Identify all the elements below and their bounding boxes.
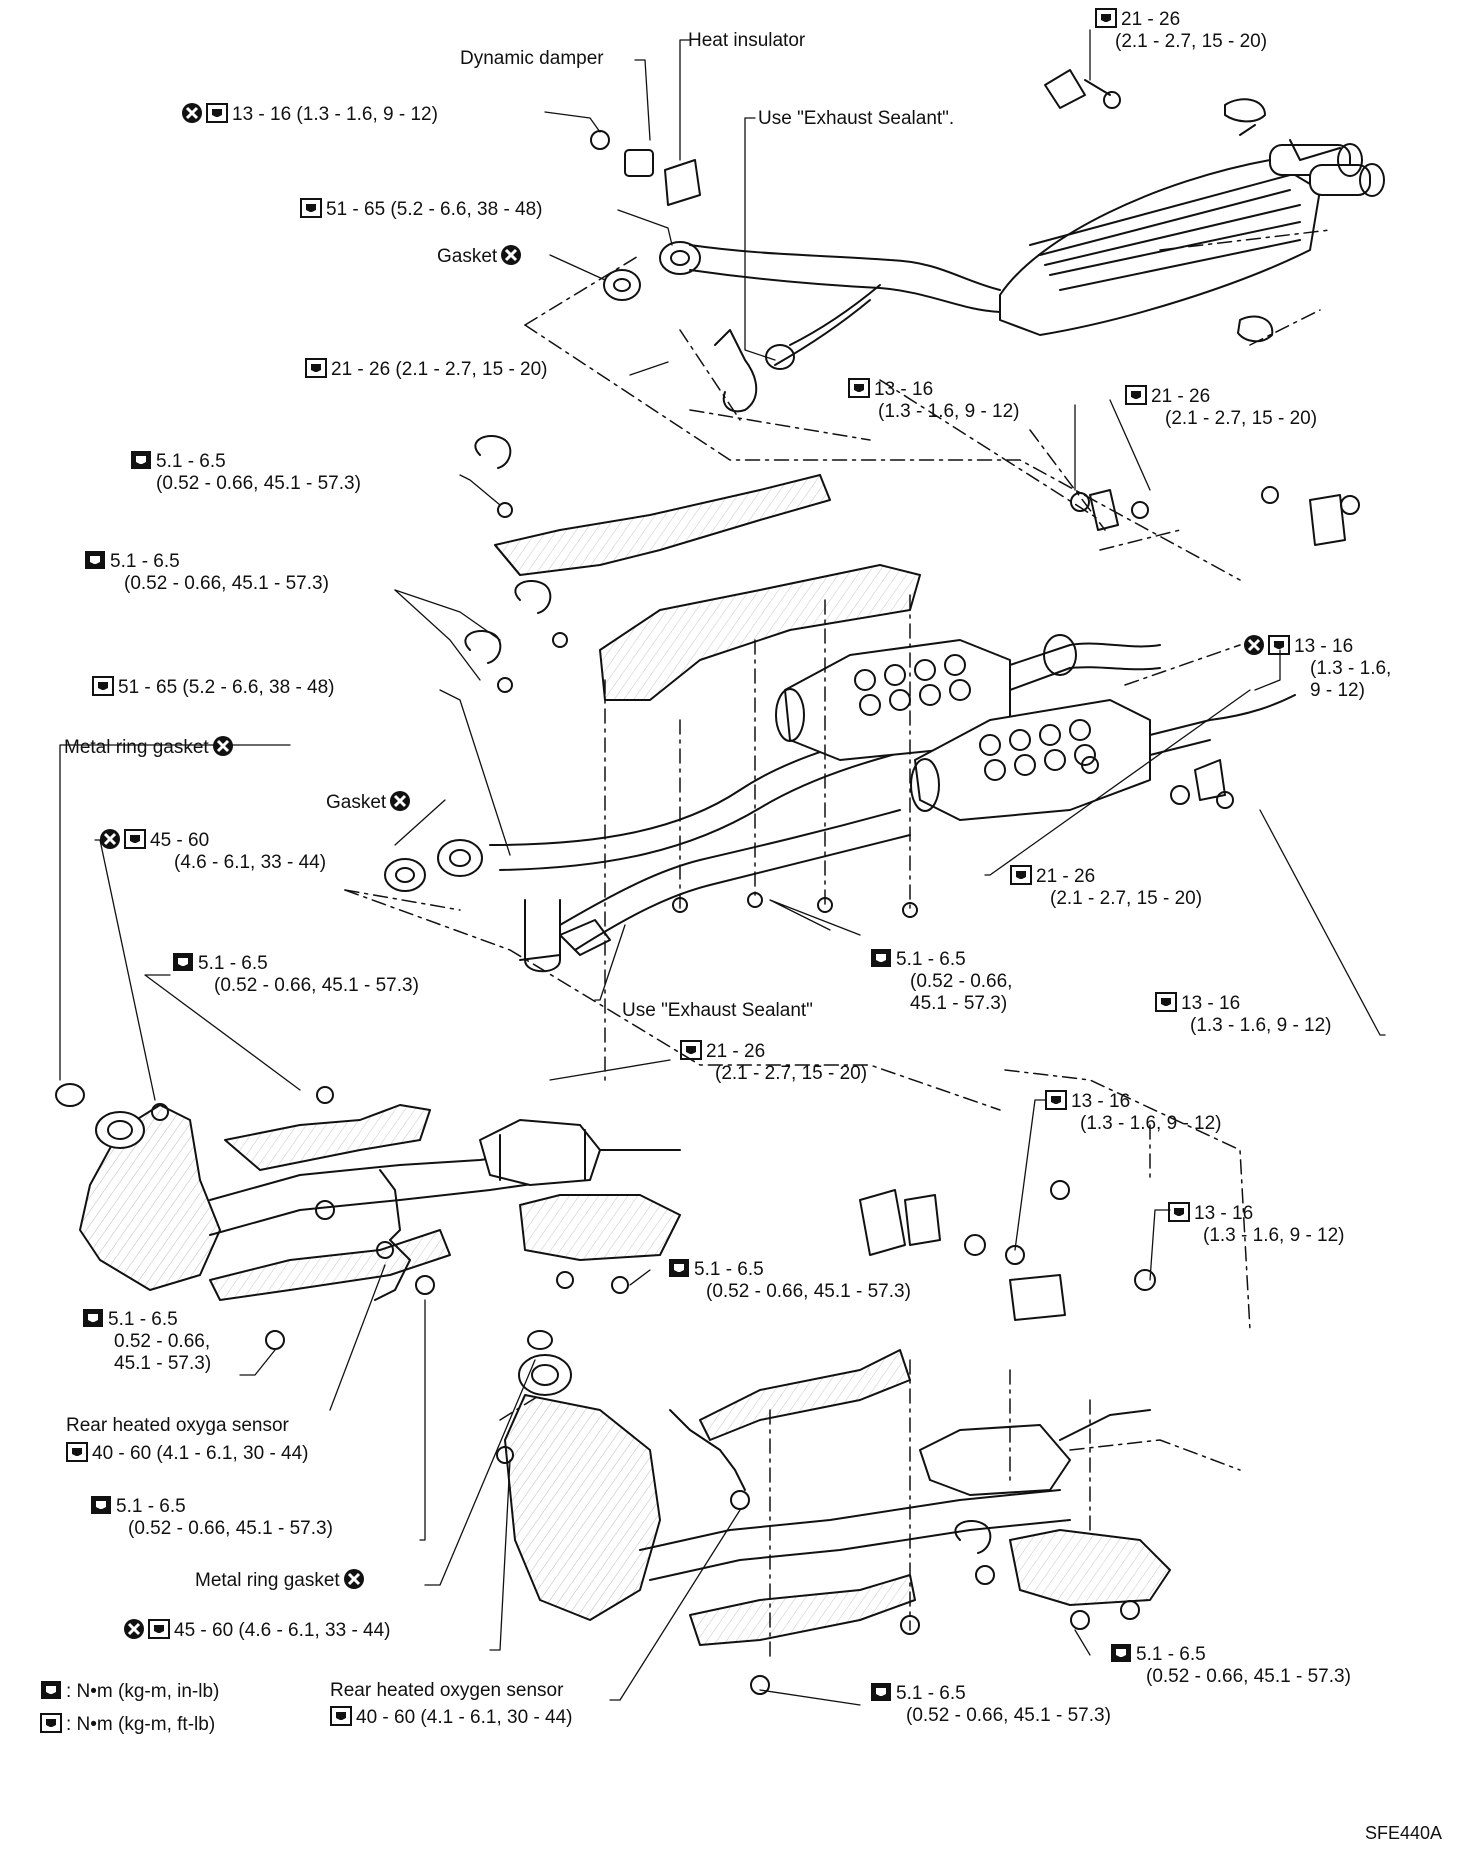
- torque-51-leftmid: 5.1 - 6.5 (0.52 - 0.66, 45.1 - 57.3): [172, 952, 419, 997]
- center-mufflers: [775, 634, 1296, 821]
- main-muffler: [999, 139, 1385, 336]
- torque-wrench-ft-lb-icon: [305, 358, 327, 378]
- label-use-sealant-top: Use "Exhaust Sealant".: [758, 108, 955, 129]
- torque-51-lowcenter: 5.1 - 6.5 (0.52 - 0.66, 45.1 - 57.3): [668, 1258, 911, 1303]
- torque-wrench-ft-lb-icon: [66, 1442, 88, 1462]
- label-rear-sensor-right: Rear heated oxygen sensor: [330, 1680, 564, 1701]
- do-not-reuse-x-icon: [500, 244, 522, 266]
- torque-wrench-ft-lb-icon: [148, 1619, 170, 1639]
- front-right-catalyst-assembly: [504, 1349, 1171, 1646]
- torque-13-16-center: 13 - 16 (1.3 - 1.6, 9 - 12): [848, 378, 1020, 423]
- torque-wrench-in-lb-icon: [84, 550, 106, 570]
- torque-51-bot-right: 5.1 - 6.5 (0.52 - 0.66, 45.1 - 57.3): [1110, 1643, 1351, 1688]
- torque-wrench-ft-lb-icon: [1155, 992, 1177, 1012]
- rear-heated-oxygen-sensor-left: [374, 1169, 411, 1301]
- torque-wrench-in-lb-icon: [668, 1258, 690, 1278]
- torque-21-26-mid: 21 - 26 (2.1 - 2.7, 15 - 20): [305, 358, 548, 381]
- torque-wrench-ft-lb-icon: [1268, 635, 1290, 655]
- label-rear-sensor-left: Rear heated oxyga sensor: [66, 1415, 289, 1436]
- do-not-reuse-x-icon: [389, 790, 411, 812]
- flange-top: [659, 241, 701, 275]
- torque-51-65-top: 51 - 65 (5.2 - 6.6, 38 - 48): [300, 198, 543, 221]
- torque-45-60-bot: 45 - 60 (4.6 - 6.1, 33 - 44): [120, 1618, 391, 1642]
- u-bolt: [524, 899, 561, 973]
- torque-21-26-low: 21 - 26 (2.1 - 2.7, 15 - 20): [680, 1040, 867, 1085]
- dynamic-damper: [624, 149, 654, 177]
- clamp-b: [514, 580, 552, 614]
- torque-45-60-left: 45 - 60 (4.6 - 6.1, 33 - 44): [96, 828, 326, 874]
- torque-top-right: 21 - 26 (2.1 - 2.7, 15 - 20): [1095, 8, 1267, 53]
- torque-13-16-right: 13 - 16 (1.3 - 1.6, 9 - 12): [1240, 634, 1391, 702]
- torque-51-upper: 5.1 - 6.5 (0.52 - 0.66, 45.1 - 57.3): [130, 450, 361, 495]
- torque-wrench-ft-lb-icon: [330, 1706, 352, 1726]
- rear-pipe: [689, 244, 1001, 370]
- label-metal-ring-gasket-top: Metal ring gasket: [64, 735, 237, 759]
- do-not-reuse-x-icon: [212, 735, 234, 757]
- do-not-reuse-x-icon: [1243, 634, 1265, 656]
- torque-13-16-low: 13 - 16 (1.3 - 1.6, 9 - 12): [1045, 1090, 1222, 1135]
- label-heat-insulator: Heat insulator: [688, 30, 806, 51]
- torque-wrench-ft-lb-icon: [206, 103, 228, 123]
- torque-wrench-in-lb-icon: [870, 948, 892, 968]
- torque-21-26-right-mid: 21 - 26 (2.1 - 2.7, 15 - 20): [1010, 865, 1202, 910]
- clamp-c: [464, 630, 502, 664]
- torque-51-center: 5.1 - 6.5 (0.52 - 0.66, 45.1 - 57.3): [870, 948, 1012, 1015]
- front-left-catalyst-assembly: [79, 1104, 681, 1301]
- upper-heat-shield: [494, 474, 831, 576]
- torque-wrench-ft-lb-icon: [40, 1713, 62, 1733]
- do-not-reuse-x-icon: [123, 1618, 145, 1640]
- center-flange: [437, 839, 483, 877]
- torque-13-16-far-right: 13 - 16 (1.3 - 1.6, 9 - 12): [1155, 992, 1332, 1037]
- do-not-reuse-x-icon: [99, 828, 121, 850]
- torque-wrench-in-lb-icon: [1110, 1643, 1132, 1663]
- hanger-top-right: [1044, 69, 1086, 109]
- torque-wrench-in-lb-icon: [172, 952, 194, 972]
- torque-51-second: 5.1 - 6.5 (0.52 - 0.66, 45.1 - 57.3): [84, 550, 329, 595]
- torque-51-bot-mid: 5.1 - 6.5 (0.52 - 0.66, 45.1 - 57.3): [870, 1682, 1111, 1727]
- torque-51-lowleft: 5.1 - 6.5 0.52 - 0.66, 45.1 - 57.3): [82, 1308, 211, 1375]
- center-heat-shield: [599, 564, 921, 701]
- torque-wrench-in-lb-icon: [90, 1495, 112, 1515]
- torque-wrench-ft-lb-icon: [92, 676, 114, 696]
- center-gasket: [384, 858, 426, 892]
- label-gasket-top: Gasket: [437, 244, 525, 268]
- label-gasket-mid: Gasket: [326, 790, 414, 814]
- do-not-reuse-x-icon: [343, 1568, 365, 1590]
- label-dynamic-damper: Dynamic damper: [460, 48, 604, 69]
- heat-insulator: [664, 159, 701, 206]
- torque-wrench-ft-lb-icon: [124, 829, 146, 849]
- hook-hanger: [714, 329, 758, 413]
- torque-wrench-in-lb-icon: [870, 1682, 892, 1702]
- torque-13-16-low2: 13 - 16 (1.3 - 1.6, 9 - 12): [1168, 1202, 1345, 1247]
- torque-51-bot-left: 5.1 - 6.5 (0.52 - 0.66, 45.1 - 57.3): [90, 1495, 333, 1540]
- label-use-sealant-mid: Use "Exhaust Sealant": [622, 1000, 813, 1021]
- torque-51-65-mid: 51 - 65 (5.2 - 6.6, 38 - 48): [92, 676, 335, 699]
- torque-13-16-top: 13 - 16 (1.3 - 1.6, 9 - 12): [178, 102, 438, 126]
- rear-heated-oxygen-sensor-right: [669, 1409, 746, 1491]
- gasket-top: [603, 269, 641, 301]
- torque-wrench-ft-lb-icon: [1168, 1202, 1190, 1222]
- figure-code: SFE440A: [1364, 1823, 1442, 1843]
- torque-wrench-ft-lb-icon: [1045, 1090, 1067, 1110]
- torque-wrench-in-lb-icon: [82, 1308, 104, 1328]
- metal-ring-gasket-left: [55, 1083, 85, 1107]
- do-not-reuse-x-icon: [181, 102, 203, 124]
- torque-wrench-ft-lb-icon: [300, 198, 322, 218]
- torque-wrench-ft-lb-icon: [680, 1040, 702, 1060]
- torque-wrench-in-lb-icon: [130, 450, 152, 470]
- torque-wrench-in-lb-icon: [40, 1680, 62, 1700]
- torque-wrench-ft-lb-icon: [1125, 385, 1147, 405]
- legend-ft-lb: : N•m (kg-m, ft-lb): [40, 1713, 215, 1736]
- label-metal-ring-gasket-bottom: Metal ring gasket: [195, 1568, 368, 1592]
- torque-40-60-left: 40 - 60 (4.1 - 6.1, 30 - 44): [66, 1442, 309, 1465]
- torque-40-60-right: 40 - 60 (4.1 - 6.1, 30 - 44): [330, 1706, 573, 1729]
- torque-wrench-ft-lb-icon: [848, 378, 870, 398]
- torque-21-26-center: 21 - 26 (2.1 - 2.7, 15 - 20): [1125, 385, 1317, 430]
- torque-wrench-ft-lb-icon: [1095, 8, 1117, 28]
- legend-in-lb: : N•m (kg-m, in-lb): [40, 1680, 219, 1703]
- clamp-a: [474, 435, 512, 469]
- torque-wrench-ft-lb-icon: [1010, 865, 1032, 885]
